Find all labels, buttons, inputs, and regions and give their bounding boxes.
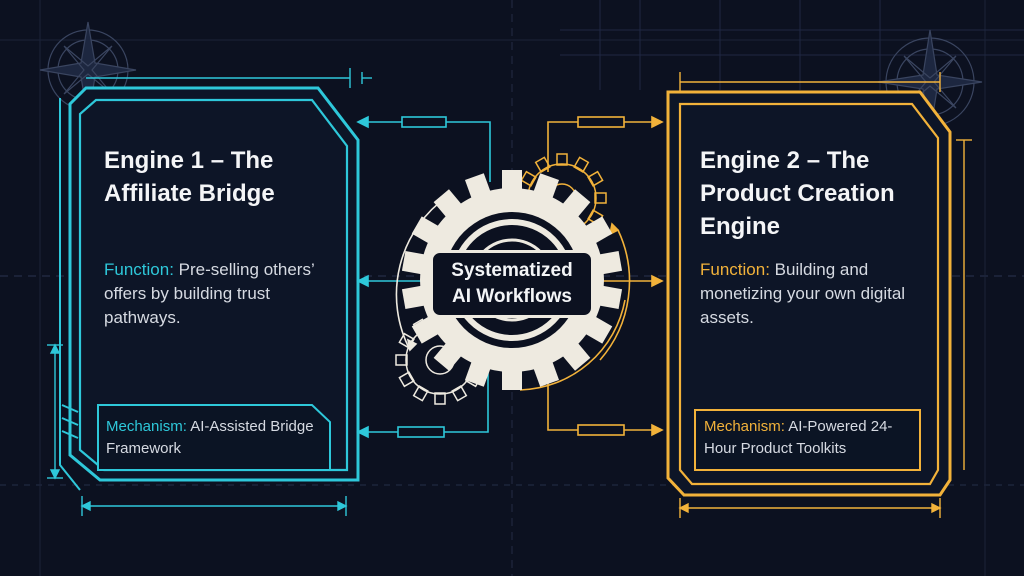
engine1-title-line1: Engine 1 – The [104,147,274,174]
engine1-title: Engine 1 – The Affiliate Bridge [104,144,275,210]
engine2-mechanism-text: AI-Powered 24- [784,418,893,435]
corner-grid-top-right [560,0,1024,90]
engine1-panel [59,86,360,491]
engine1-title-line2: Affiliate Bridge [104,180,275,207]
engine1-function-text-3: pathways. [104,308,181,327]
engine2-dimension-lines [678,72,972,518]
engine1-mechanism: Mechanism: AI-Assisted Bridge Framework [106,416,326,460]
engine1-function-label: Function: [104,260,174,279]
engine2-function-label: Function: [700,260,770,279]
engine1-function-text: Pre-selling others’ [173,260,315,279]
engine1-mechanism-text-2: Framework [106,440,182,457]
engine1-function: Function: Pre-selling others’ offers by … [104,258,344,330]
engine2-title-line2: Product Creation [700,180,895,207]
engine2-title-line3: Engine [700,213,781,240]
hub-line2: AI Workflows [452,286,572,307]
engine2-function: Function: Building and monetizing your o… [700,258,932,330]
cyan-connectors [356,115,491,439]
engine2-function-text: Building and [769,260,869,279]
engine2-mechanism-text-2: Hour Product Toolkits [704,440,847,457]
engine2-panel [666,90,952,497]
engine2-function-text-2: monetizing your own digital [700,284,906,303]
engine2-mechanism-label: Mechanism: [704,418,785,435]
engine2-title: Engine 2 – The Product Creation Engine [700,144,895,243]
engine2-function-text-3: assets. [700,308,754,327]
engine1-mechanism-label: Mechanism: [106,418,187,435]
engine1-function-text-2: offers by building trust [104,284,270,303]
hub-label-box: Systematized AI Workflows [430,250,594,318]
amber-connectors [547,115,664,437]
hub-line1: Systematized [451,260,573,281]
engine1-mechanism-text: AI-Assisted Bridge [186,418,314,435]
engine2-title-line1: Engine 2 – The [700,147,870,174]
engine2-mechanism: Mechanism: AI-Powered 24- Hour Product T… [704,416,918,460]
engine1-dimension-lines [47,68,372,516]
